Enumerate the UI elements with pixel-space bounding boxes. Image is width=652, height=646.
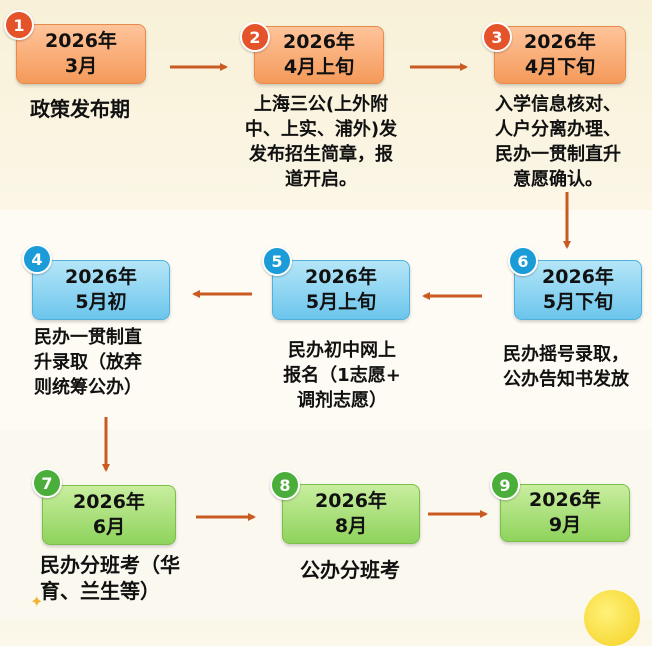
step-4-desc-line: 则统筹公办） [34,377,142,398]
step-5-desc-line: 民办初中网上 [288,340,396,361]
connector-arrows [102,63,571,521]
step-2-date-box: 2026年 4月上旬 [254,26,384,84]
step-7-year: 2026年 [73,491,145,513]
step-9-month: 9月 [548,514,582,536]
step-4-desc-line: 民办一贯制直 [34,327,142,348]
step-5-desc-line: 报名（1志愿+ [283,365,401,386]
step-2-desc-line: 中、上实、浦外)发 [244,119,398,140]
step-3-desc-line: 民办一贯制直升 [495,144,621,165]
step-3-year: 2026年 [524,31,596,53]
sparkle-decoration: ✦ [30,592,44,611]
step-1-year: 2026年 [45,30,117,52]
step-3-desc-line: 入学信息核对、 [495,94,621,115]
step-2-month: 4月上旬 [283,56,355,78]
step-7-date-box: 2026年 6月 [42,485,176,545]
step-4-number-badge: 4 [22,244,52,274]
step-3-desc-line: 意愿确认。 [513,169,603,190]
step-6-date-box: 2026年 5月下旬 [514,260,642,320]
step-5-description: 民办初中网上 报名（1志愿+ 调剂志愿） [262,338,422,413]
step-1-month: 3月 [64,55,98,77]
step-6-desc-line: 公办告知书发放 [503,369,629,390]
step-1-date-box: 2026年 3月 [16,24,146,84]
step-7-number-badge: 7 [32,468,62,498]
step-8-description: 公办分班考 [270,558,430,583]
step-8-date-box: 2026年 8月 [282,484,420,544]
decorative-circle [584,590,640,646]
step-6-year: 2026年 [542,266,614,288]
step-4-month: 5月初 [75,291,127,313]
step-4-desc-line: 升录取（放弃 [34,352,142,373]
row-2-background [0,210,652,430]
step-6-month: 5月下旬 [542,291,614,313]
step-8-desc-line: 公办分班考 [300,558,400,582]
step-2-number-badge: 2 [240,22,270,52]
step-7-desc-line: 育、兰生等） [40,579,160,603]
step-5-month: 5月上旬 [305,291,377,313]
step-8-year: 2026年 [315,490,387,512]
step-5-number-badge: 5 [262,246,292,276]
step-9-number-badge: 9 [490,470,520,500]
step-8-number-badge: 8 [270,470,300,500]
step-9-date-box: 2026年 9月 [500,484,630,542]
step-1-number-badge: 1 [4,10,34,40]
step-5-date-box: 2026年 5月上旬 [272,260,410,320]
step-3-month: 4月下旬 [524,56,596,78]
step-4-date-box: 2026年 5月初 [32,260,170,320]
step-8-month: 8月 [334,515,368,537]
step-2-description: 上海三公(上外附 中、上实、浦外)发 发布招生简章，报 道开启。 [226,92,416,192]
step-3-description: 入学信息核对、 人户分离办理、 民办一贯制直升 意愿确认。 [478,92,638,192]
step-5-desc-line: 调剂志愿） [297,390,387,411]
step-9-year: 2026年 [529,489,601,511]
step-2-desc-line: 道开启。 [285,169,357,190]
step-7-desc-line: 民办分班考（华 [40,553,180,577]
step-5-year: 2026年 [305,266,377,288]
step-7-month: 6月 [92,516,126,538]
step-6-description: 民办摇号录取， 公办告知书发放 [484,342,648,392]
step-7-description: 民办分班考（华 育、兰生等） [40,552,220,604]
step-2-desc-line: 发布招生简章，报 [249,144,393,165]
step-2-desc-line: 上海三公(上外附 [253,94,389,115]
step-1-desc-line: 政策发布期 [30,97,130,121]
step-6-desc-line: 民办摇号录取， [503,344,629,365]
step-4-year: 2026年 [65,266,137,288]
step-1-description: 政策发布期 [16,97,144,122]
step-3-number-badge: 3 [482,22,512,52]
step-3-date-box: 2026年 4月下旬 [494,26,626,84]
step-2-year: 2026年 [283,31,355,53]
step-3-desc-line: 人户分离办理、 [495,119,621,140]
step-6-number-badge: 6 [508,246,538,276]
step-4-description: 民办一贯制直 升录取（放弃 则统筹公办） [34,325,184,400]
